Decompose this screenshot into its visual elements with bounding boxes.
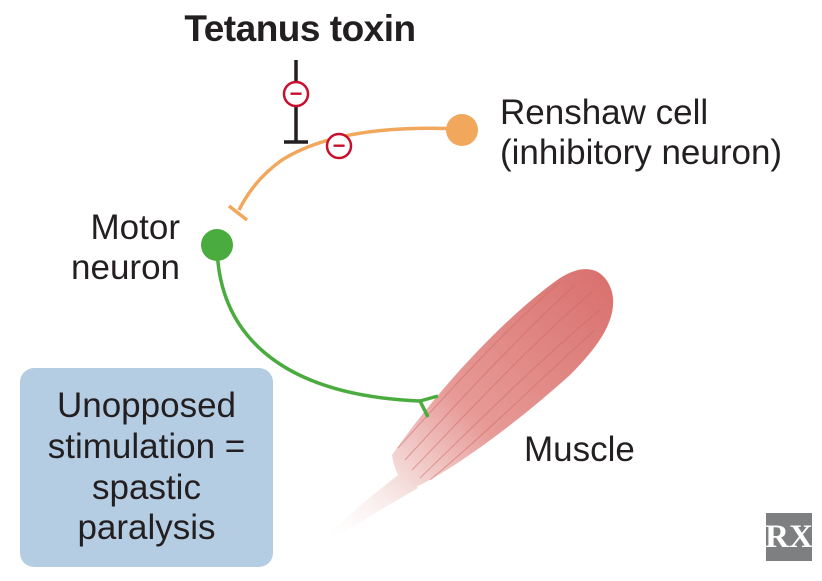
muscle-fibers — [397, 281, 601, 481]
result-line-2: stimulation = — [47, 426, 246, 466]
motor-excitatory-terminal-2 — [418, 400, 430, 418]
tetanus-toxin-label: Tetanus toxin — [184, 8, 416, 49]
motor-neuron-label: Motor neuron — [40, 208, 180, 289]
renshaw-inhibition-marker: − — [325, 132, 353, 160]
muscle-illustration — [318, 269, 614, 545]
muscle-tendon — [318, 470, 418, 545]
renshaw-label-line-2: (inhibitory neuron) — [500, 133, 783, 173]
muscle-label: Muscle — [524, 430, 635, 469]
result-line-4: paralysis — [77, 508, 216, 548]
motor-neuron-body — [201, 229, 233, 261]
renshaw-inhibition-symbol: − — [333, 133, 346, 158]
result-line-1: Unopposed — [56, 385, 237, 425]
renshaw-cell-label: Renshaw cell (inhibitory neuron) — [500, 93, 782, 174]
motor-label-line-1: Motor — [90, 208, 180, 247]
result-line-3: spastic — [92, 467, 201, 507]
result-callout-box: Unopposed stimulation = spastic paralysi… — [20, 368, 273, 567]
renshaw-axon — [237, 126, 463, 211]
renshaw-inhibitory-terminal — [227, 204, 249, 222]
toxin-inhibition-symbol: − — [290, 81, 303, 106]
motor-label-line-2: neuron — [71, 248, 180, 288]
motor-excitatory-terminal-1 — [419, 394, 439, 403]
renshaw-label-line-1: Renshaw cell — [500, 93, 709, 132]
motor-axon — [215, 244, 421, 403]
toxin-inhibition-marker: − — [282, 80, 310, 108]
renshaw-cell-body — [446, 114, 478, 146]
rx-logo: RX — [765, 513, 813, 561]
muscle-belly — [392, 269, 614, 487]
